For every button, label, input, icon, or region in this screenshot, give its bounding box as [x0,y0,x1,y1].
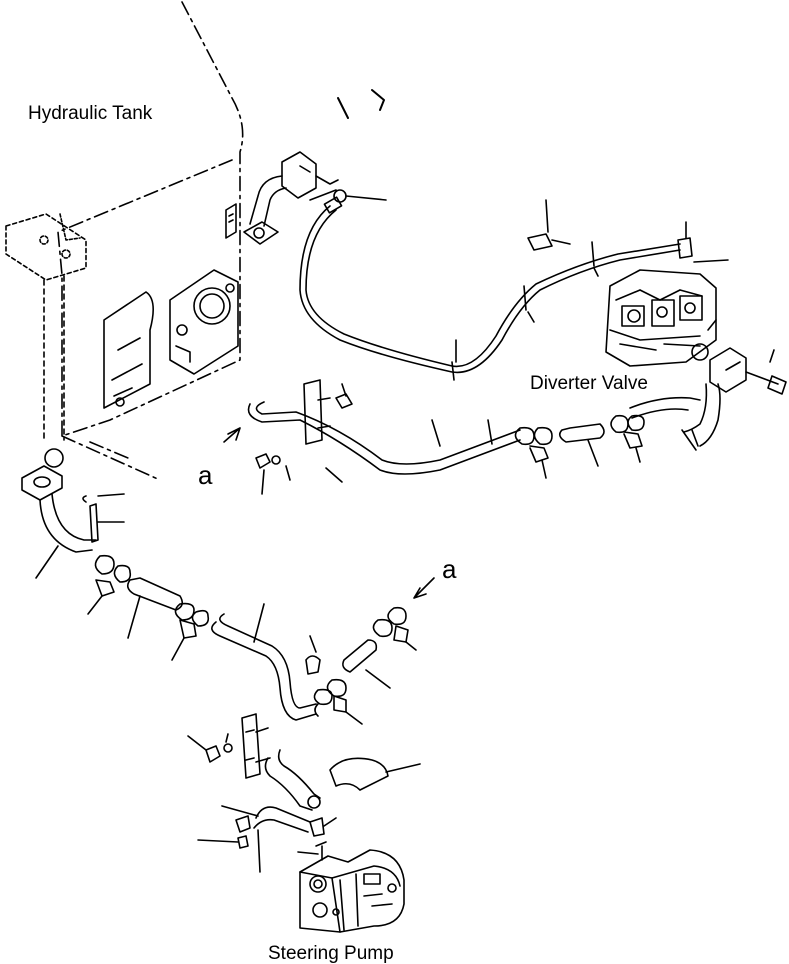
outlet-elbow [699,383,721,447]
flange-block [243,221,279,245]
clamp-1 [514,426,535,446]
valve-outlet-block [629,347,787,447]
clamp-10 [372,618,393,638]
steering-pump [299,849,405,933]
diverter-valve-label: Diverter Valve [530,373,648,394]
middle-s-tube [211,577,435,721]
tank-return-elbow [249,151,387,227]
hydraulic-tank-label: Hydraulic Tank [28,103,153,124]
clamp-9 [387,606,407,626]
fitting-pump-right [309,817,325,837]
o-ring-valve [691,343,709,361]
o-ring-tank [44,448,64,468]
bolt-left [89,503,125,543]
lower-rubber-hose [126,577,184,611]
pump-suction-tubes [197,749,421,873]
fitting-top [333,189,347,203]
tube-bracket [303,379,323,445]
clamp-4 [627,414,645,432]
clamp-8 [191,609,210,627]
clamp-12 [313,688,333,706]
fitting-pump-left [235,815,251,833]
tank-back-edge [89,441,129,459]
tank-port-flange [169,269,239,375]
tank-outline [57,1,244,437]
upper-suction-line [223,379,697,495]
tank-front-edge [61,435,161,481]
lower-right-hose [313,606,417,725]
tank-bracket [225,203,279,245]
arrow-a-lower [413,577,435,599]
nut-lower [205,745,221,763]
upper-long-tube [247,403,521,475]
clamp-2 [533,426,553,446]
clamp-7 [174,602,195,621]
reference-a-upper: a [198,460,213,490]
pump-pressure-line [253,806,311,833]
leader-lines [309,189,493,445]
tank-cut-lines [337,89,385,119]
tank-side-cover [103,291,154,409]
tube-clip [305,655,321,675]
lower-right-rubber-hose [342,639,378,673]
hose-to-diverter [299,196,729,381]
upper-rubber-hose [558,423,605,443]
bolt-right [745,371,787,395]
steering-pump-label: Steering Pump [268,943,394,964]
hydraulic-tank [5,1,385,481]
lower-left-hose [87,554,210,661]
outlet-flange [21,465,63,501]
nut-upper [255,453,271,469]
bolt-upper [527,233,571,251]
clamp-6 [113,564,132,583]
reference-a-lower: a [442,554,457,584]
clamp-11 [326,678,347,698]
strainer-drop [43,275,65,441]
fitting-diverter-top [677,237,693,259]
arrow-a-upper [223,427,241,443]
lower-bracket [187,713,271,779]
clamp-3 [610,414,629,434]
tank-top-plate [5,213,87,281]
elbow-block [281,151,317,199]
tank-outlet-elbow [21,465,125,579]
diverter-valve [605,269,717,367]
clamp-5 [94,554,115,575]
